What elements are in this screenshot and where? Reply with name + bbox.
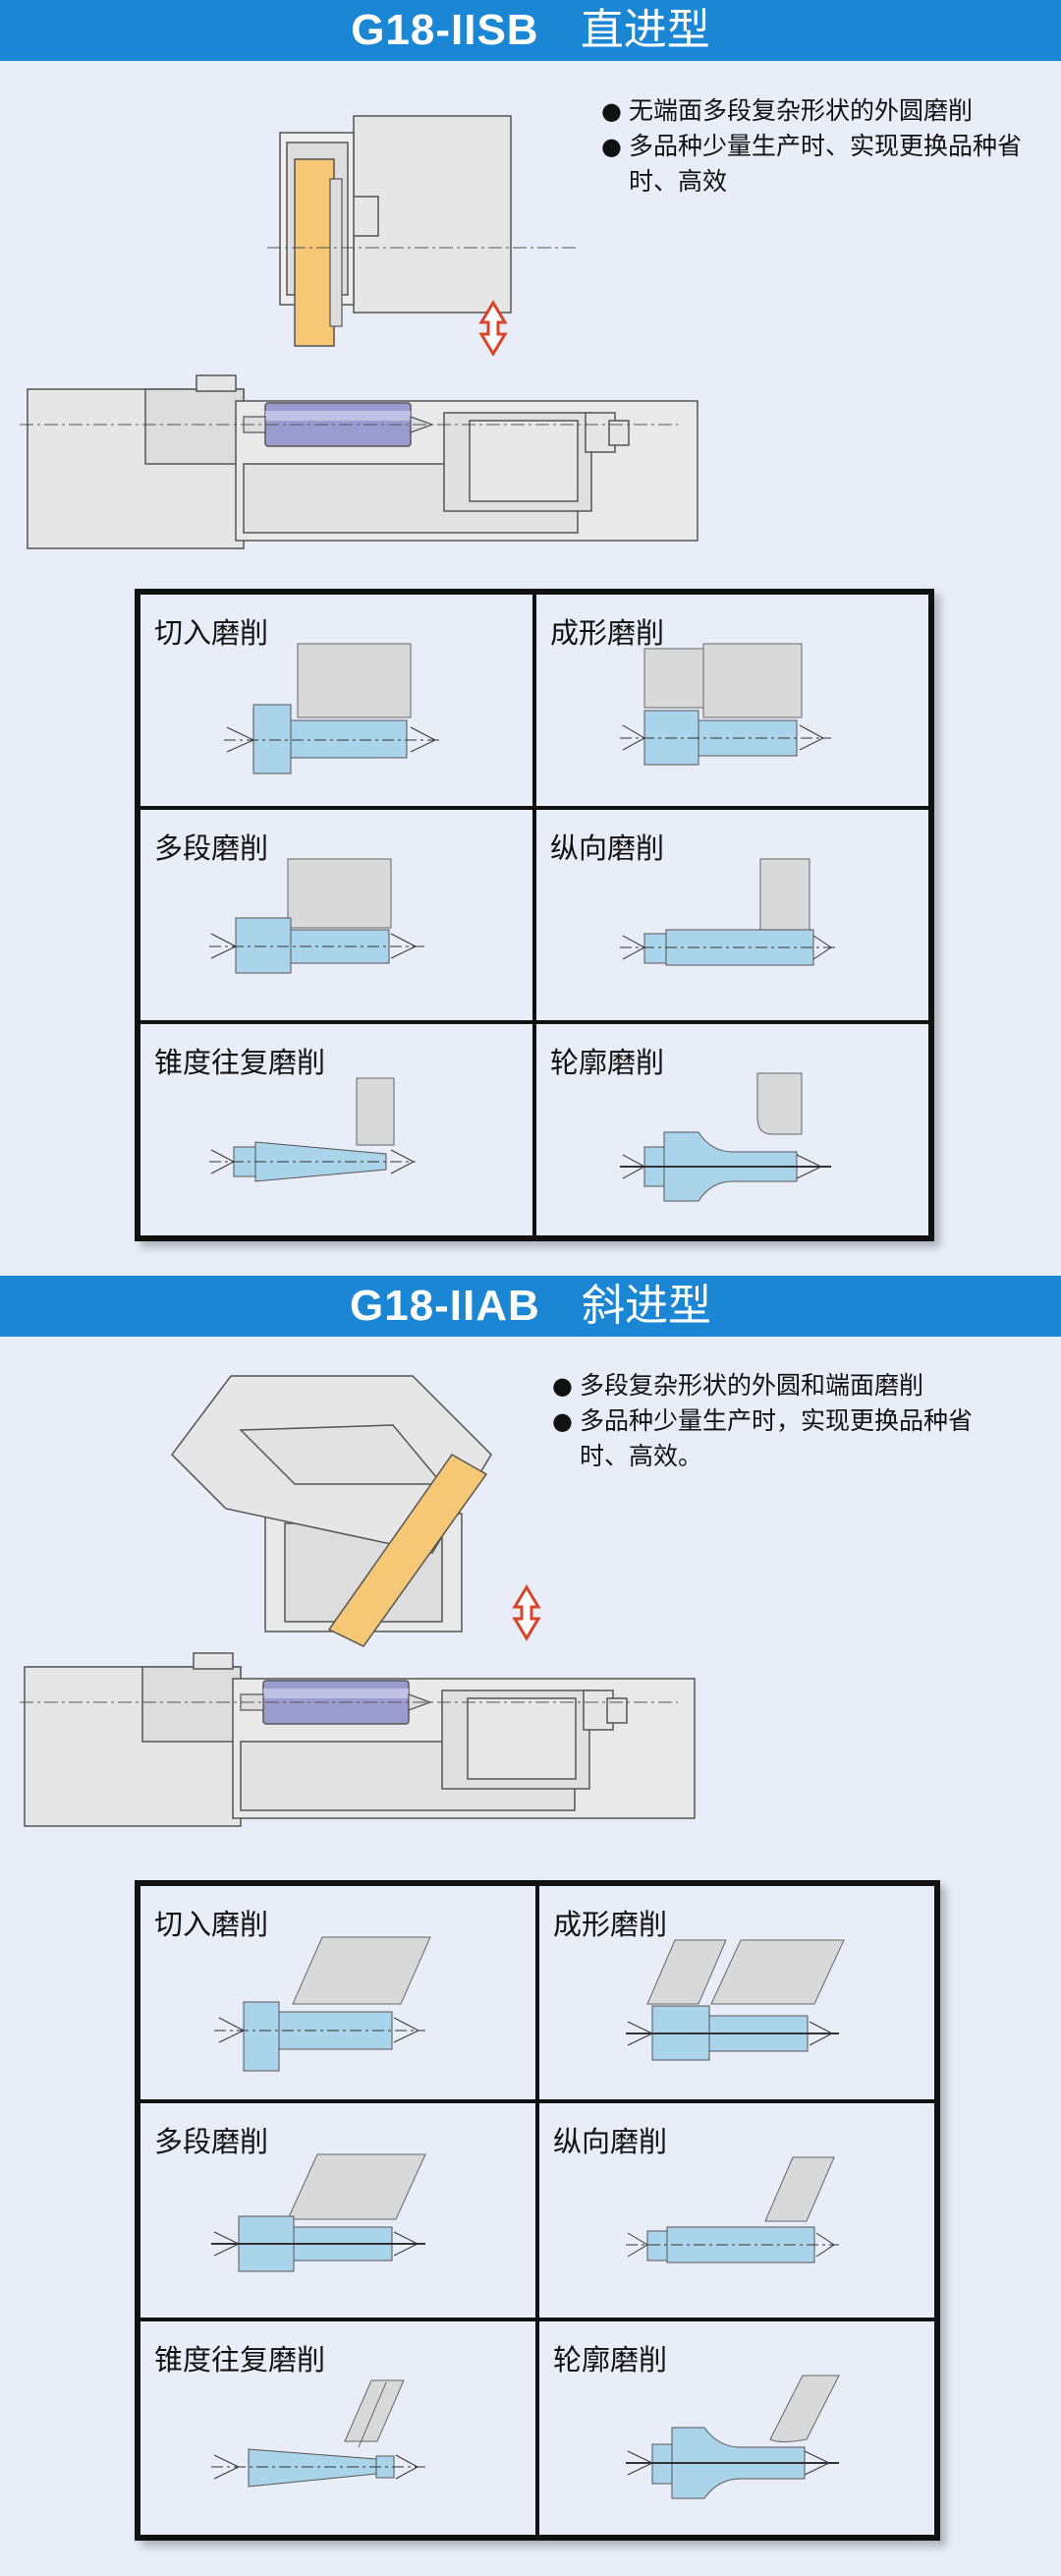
mode-label: 成形磨削 — [550, 616, 665, 650]
feature-text: 无端面多段复杂形状的外圆磨削 — [629, 96, 974, 125]
mode-label: 锥度往复磨削 — [154, 2342, 326, 2376]
multistep-grinding-diagram — [209, 858, 425, 974]
model-name: G18-IISB — [351, 6, 539, 54]
feature-item: ● 多段复杂形状的外圆和端面磨削 — [552, 1368, 1004, 1403]
plunge-grinding-diagram — [214, 1936, 431, 2072]
form-grinding-diagram — [626, 1939, 845, 2061]
mode-label: 轮廓磨削 — [550, 1046, 665, 1080]
feature-text: 多品种少量生产时、实现更换品种省时、高效 — [629, 132, 1023, 196]
contour-grinding-diagram — [620, 1072, 831, 1202]
mode-cell-traverse: 纵向磨削 — [537, 2101, 936, 2319]
contour-grinding-diagram — [626, 2375, 840, 2499]
mode-label: 纵向磨削 — [550, 830, 665, 865]
grinding-wheel — [327, 1454, 488, 1647]
feed-arrow-icon — [512, 1584, 541, 1641]
mode-cell-plunge: 切入磨削 — [139, 593, 534, 808]
model-variant: 直进型 — [580, 5, 710, 55]
mode-cell-form: 成形磨削 — [534, 593, 930, 808]
traverse-grinding-diagram — [620, 858, 836, 966]
feature-item: ● 无端面多段复杂形状的外圆磨削 — [601, 93, 1024, 129]
mode-cell-taper: 锥度往复磨削 — [139, 1022, 534, 1237]
mode-cell-contour: 轮廓磨削 — [537, 2318, 936, 2537]
bullet: ● — [601, 97, 622, 125]
mode-cell-contour: 轮廓磨削 — [534, 1022, 930, 1237]
bullet: ● — [552, 1407, 573, 1435]
mode-label: 多段磨削 — [154, 2125, 269, 2159]
grinding-modes-table: 切入磨削 成形磨削 多段磨削 纵向磨削 — [135, 1880, 940, 2541]
mode-cell-traverse: 纵向磨削 — [534, 807, 930, 1023]
grinding-modes-table: 切入磨削 成形磨削 多段磨削 纵向磨削 — [135, 589, 934, 1241]
taper-grinding-diagram — [209, 1077, 416, 1182]
section-banner-angular: G18-IIAB 斜进型 — [0, 1276, 1061, 1337]
mode-label: 多段磨削 — [154, 830, 269, 865]
mode-label: 切入磨削 — [154, 616, 269, 650]
mode-cell-multistep: 多段磨削 — [139, 2101, 537, 2319]
mode-label: 纵向磨削 — [553, 2125, 668, 2159]
feature-list: ● 无端面多段复杂形状的外圆磨削 ● 多品种少量生产时、实现更换品种省时、高效 — [601, 93, 1024, 200]
mode-cell-taper: 锥度往复磨削 — [139, 2318, 537, 2537]
traverse-grinding-diagram — [626, 2156, 839, 2263]
feature-item: ● 多品种少量生产时、实现更换品种省时、高效 — [601, 129, 1024, 200]
machine-diagram-straight — [20, 115, 698, 549]
model-variant: 斜进型 — [582, 1281, 712, 1331]
form-grinding-diagram — [620, 643, 831, 766]
machine-diagram-angular — [20, 1375, 696, 1827]
feature-item: ● 多品种少量生产时，实现更换品种省时、高效。 — [552, 1403, 1004, 1474]
taper-grinding-diagram — [211, 2379, 425, 2488]
section-banner-straight: G18-IISB 直进型 — [0, 0, 1061, 61]
multistep-grinding-diagram — [211, 2153, 426, 2272]
feature-text: 多段复杂形状的外圆和端面磨削 — [580, 1371, 924, 1400]
plunge-grinding-diagram — [224, 643, 440, 774]
grinding-wheel — [294, 158, 335, 347]
bullet: ● — [601, 133, 622, 160]
mode-label: 成形磨削 — [553, 1908, 668, 1941]
bullet: ● — [552, 1372, 573, 1400]
feed-arrow-icon — [478, 300, 508, 357]
mode-label: 锥度往复磨削 — [154, 1046, 326, 1080]
model-name: G18-IIAB — [349, 1282, 540, 1330]
mode-label: 切入磨削 — [154, 1908, 269, 1941]
mode-cell-multistep: 多段磨削 — [139, 807, 534, 1023]
feature-list: ● 多段复杂形状的外圆和端面磨削 ● 多品种少量生产时，实现更换品种省时、高效。 — [552, 1368, 1004, 1474]
mode-cell-plunge: 切入磨削 — [139, 1884, 537, 2102]
mode-cell-form: 成形磨削 — [537, 1884, 936, 2102]
mode-label: 轮廓磨削 — [553, 2342, 668, 2376]
feature-text: 多品种少量生产时，实现更换品种省时、高效。 — [580, 1406, 974, 1470]
